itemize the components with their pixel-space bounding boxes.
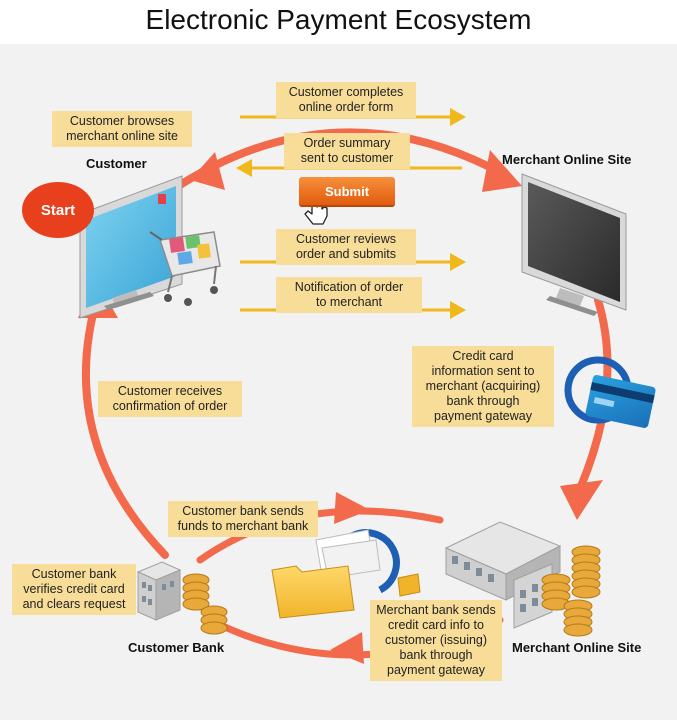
merchant-bank-building-icon bbox=[444, 521, 562, 629]
credit-card-icon bbox=[564, 356, 656, 428]
customer-bank-label: Customer Bank bbox=[128, 640, 225, 655]
arrowhead-up-customer bbox=[190, 152, 225, 190]
arrowhead-to-merchant-bank bbox=[334, 492, 370, 524]
flow-arrowhead-4 bbox=[450, 301, 466, 319]
flow-arrowhead-3 bbox=[450, 253, 466, 271]
merchant-coins-icon bbox=[541, 545, 601, 637]
folder-icon bbox=[271, 529, 421, 619]
customer-coins-icon bbox=[182, 573, 228, 635]
title-bar bbox=[0, 0, 677, 44]
bank-arrowheads bbox=[330, 492, 370, 664]
cycle-arc-top bbox=[176, 128, 509, 189]
customer-label: Customer bbox=[86, 156, 147, 171]
merchant-bank-label: Merchant Online Site bbox=[512, 640, 642, 655]
page-title: Electronic Payment Ecosystem bbox=[145, 4, 532, 35]
arrowhead-down-right bbox=[560, 480, 603, 520]
flow-arrowhead-1 bbox=[450, 108, 466, 126]
shopping-cart-icon bbox=[149, 231, 221, 306]
submit-button[interactable]: Submit bbox=[299, 177, 395, 205]
cycle-arc-left bbox=[81, 291, 169, 559]
customer-monitor-icon bbox=[79, 175, 183, 319]
arrowhead-to-merchant bbox=[482, 150, 522, 192]
start-button[interactable]: Start bbox=[22, 182, 94, 238]
merchant-monitor-icon bbox=[521, 173, 627, 316]
flow-arrowhead-2 bbox=[236, 159, 252, 177]
customer-bank-building-icon bbox=[136, 561, 182, 621]
merchant-site-label: Merchant Online Site bbox=[502, 152, 632, 167]
arrowhead-to-customer-bank bbox=[330, 632, 364, 664]
